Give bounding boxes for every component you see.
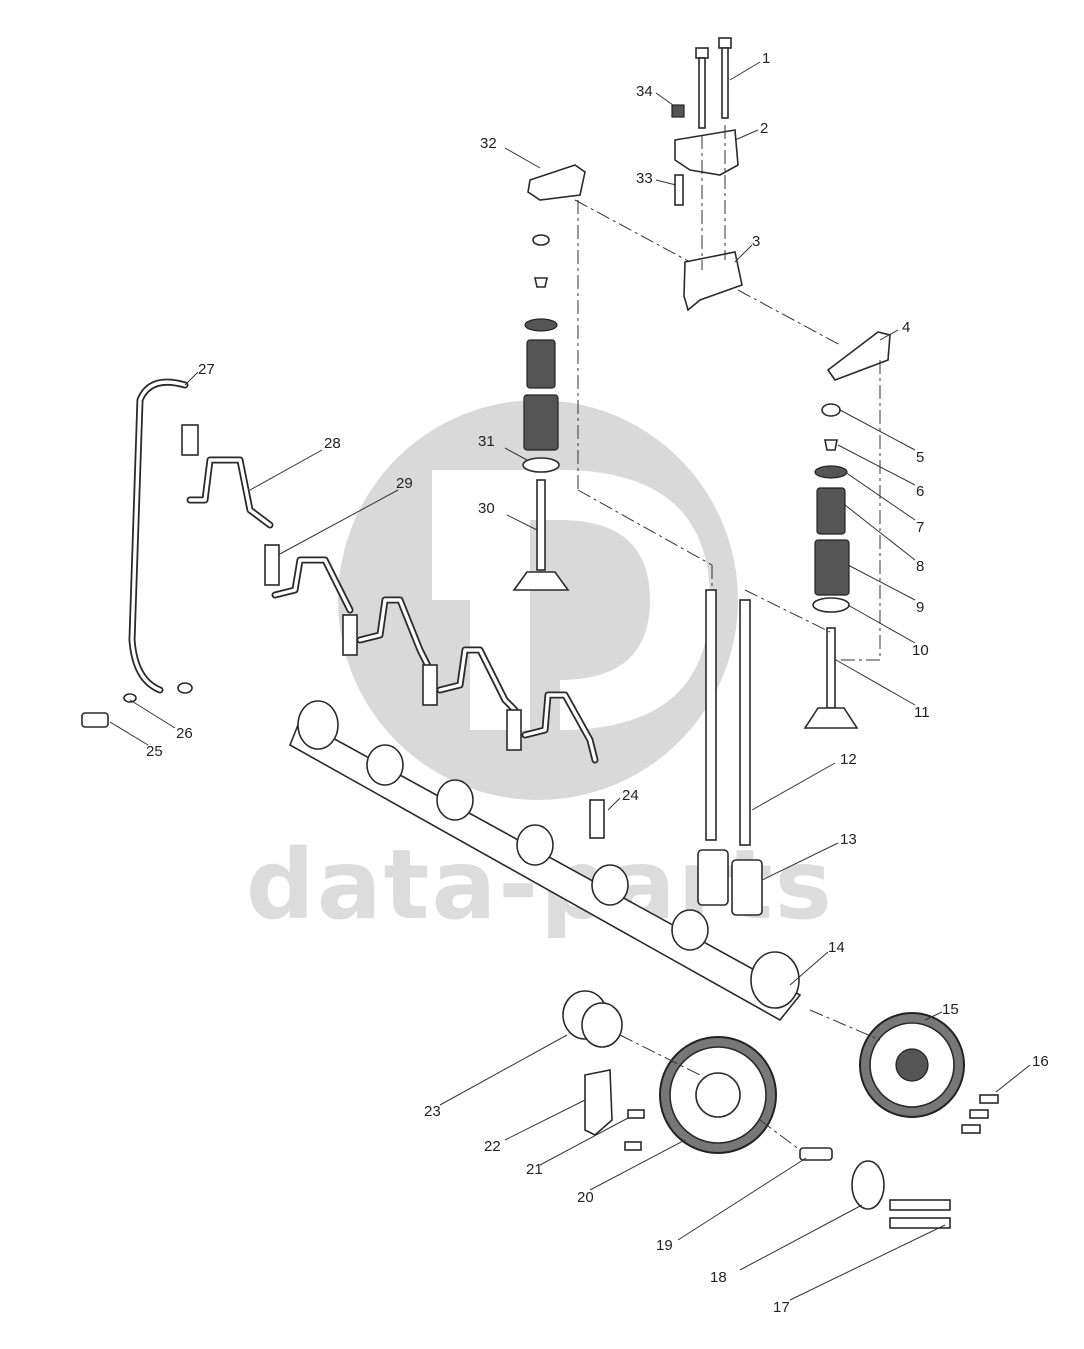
idler-bolts: [889, 1199, 951, 1229]
callout-8: 8: [916, 558, 924, 575]
camshaft-gear: [859, 1012, 965, 1118]
push-rods: [705, 589, 751, 846]
callout-11: 11: [914, 704, 930, 721]
callout-24: 24: [622, 787, 639, 804]
callout-21: 21: [526, 1161, 543, 1178]
callout-15: 15: [942, 1001, 959, 1018]
nut: [671, 104, 685, 118]
callout-33: 33: [636, 170, 653, 187]
callout-4: 4: [902, 319, 910, 336]
callout-32: 32: [480, 135, 497, 152]
callout-3: 3: [752, 233, 760, 250]
idler-washer: [851, 1160, 885, 1210]
callout-20: 20: [577, 1189, 594, 1206]
leader-lines: [109, 61, 1031, 1301]
camshaft: [288, 700, 802, 1022]
callout-29: 29: [396, 475, 413, 492]
thrust-plate: [584, 1069, 613, 1136]
callout-30: 30: [478, 500, 495, 517]
rocker-bracket: [674, 129, 739, 176]
callout-16: 16: [1032, 1053, 1049, 1070]
idler-pin: [799, 1147, 833, 1161]
rocker-arm-left: [527, 164, 586, 201]
callout-2: 2: [760, 120, 768, 137]
callout-13: 13: [840, 831, 857, 848]
callout-9: 9: [916, 599, 924, 616]
intermediate-gear: [659, 1036, 777, 1154]
callout-18: 18: [710, 1269, 727, 1286]
callout-10: 10: [912, 642, 929, 659]
callout-25: 25: [146, 743, 163, 760]
tappets: [697, 849, 763, 916]
callout-23: 23: [424, 1103, 441, 1120]
stud: [674, 174, 684, 206]
rocker-shaft-support: [683, 251, 743, 312]
callout-6: 6: [916, 483, 924, 500]
rocker-bolts: [695, 37, 732, 129]
watermark-logo: [338, 400, 738, 800]
thrust-plate-screw: [627, 1109, 645, 1119]
callout-34: 34: [636, 83, 653, 100]
callout-1: 1: [762, 50, 770, 67]
valve-assembly-right: [803, 403, 859, 729]
camshaft-bearing: [562, 990, 623, 1048]
alignment-lines: [574, 125, 881, 1151]
callout-26: 26: [176, 725, 193, 742]
callout-7: 7: [916, 519, 924, 536]
valve-assembly-left: [512, 234, 570, 591]
thrust-plate-screw: [624, 1141, 642, 1151]
callout-22: 22: [484, 1138, 501, 1155]
callout-31: 31: [478, 433, 495, 450]
callout-27: 27: [198, 361, 215, 378]
callout-14: 14: [828, 939, 845, 956]
callout-28: 28: [324, 435, 341, 452]
callout-12: 12: [840, 751, 857, 768]
banjo-bolt: [81, 712, 109, 728]
gear-bolts: [961, 1094, 999, 1134]
callout-19: 19: [656, 1237, 673, 1254]
callout-5: 5: [916, 449, 924, 466]
rocker-arm-right: [826, 331, 891, 381]
fuel-injection-pipes: [123, 378, 605, 839]
callout-17: 17: [773, 1299, 790, 1316]
